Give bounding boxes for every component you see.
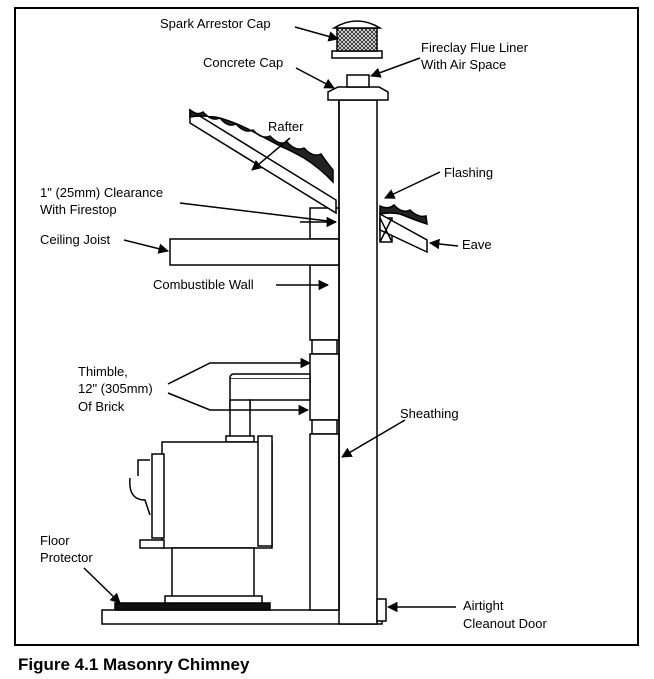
- floor-protector: [114, 602, 271, 611]
- thimble-brick: [309, 353, 340, 421]
- arrow-floor-protector: [83, 567, 121, 604]
- arrow-eave: [428, 238, 459, 250]
- spark-arrestor-base: [331, 50, 383, 59]
- arrow-ceiling-joist: [123, 239, 170, 254]
- label-concrete-cap: Concrete Cap: [203, 55, 283, 70]
- thimble-top-brick: [311, 339, 338, 355]
- stove-body: [161, 441, 273, 549]
- stove-pipe-elbow: [229, 373, 311, 379]
- concrete-cap: [327, 86, 389, 101]
- label-thimble-line3: Of Brick: [78, 399, 125, 414]
- arrow-rafter: [251, 137, 291, 171]
- figure-caption: Figure 4.1 Masonry Chimney: [18, 655, 250, 674]
- stove-collar: [225, 435, 255, 443]
- stove-pedestal-base: [164, 595, 263, 604]
- arrow-flue-liner: [370, 57, 421, 78]
- label-thimble-line1: Thimble,: [78, 364, 128, 379]
- thimble-bottom-brick: [311, 419, 338, 435]
- arrow-spark-arrestor: [294, 26, 340, 42]
- arrow-flashing: [384, 171, 441, 199]
- label-clearance-line2: With Firestop: [40, 202, 117, 217]
- arrow-clearance-a: [179, 202, 337, 223]
- label-floor-protector-line1: Floor: [40, 533, 70, 548]
- stove-door: [151, 453, 165, 539]
- arrow-concrete-cap: [295, 67, 335, 89]
- stove-ashlip: [139, 539, 165, 549]
- ceiling-joist: [169, 238, 340, 266]
- label-cleanout-line1: Airtight: [463, 598, 504, 613]
- wall-lower: [309, 433, 340, 611]
- flue-liner-top: [346, 74, 370, 88]
- stove-pipe-vertical: [229, 399, 251, 439]
- combustible-wall: [309, 264, 340, 341]
- eave-shingles: [379, 203, 428, 226]
- stove-side-panel: [257, 435, 273, 547]
- label-spark-arrestor-cap: Spark Arrestor Cap: [160, 16, 271, 31]
- eave-board: [379, 212, 428, 254]
- arrow-thimble-lower: [167, 392, 310, 416]
- stove-pedestal: [171, 547, 255, 604]
- rafter-shingles: [189, 108, 334, 184]
- stove-handle: [129, 459, 151, 516]
- spark-arrestor-mesh: [336, 27, 378, 52]
- spark-arrestor-lid: [331, 20, 383, 29]
- label-ceiling-joist: Ceiling Joist: [40, 232, 110, 247]
- label-eave: Eave: [462, 237, 492, 252]
- label-thimble-line2: 12" (305mm): [78, 381, 153, 396]
- figure-frame: [14, 7, 639, 646]
- label-flue-liner-line1: Fireclay Flue Liner: [421, 40, 529, 55]
- label-clearance-line1: 1" (25mm) Clearance: [40, 185, 163, 200]
- label-flue-liner-line2: With Air Space: [421, 57, 506, 72]
- label-rafter: Rafter: [268, 119, 304, 134]
- label-combustible-wall: Combustible Wall: [153, 277, 254, 292]
- label-floor-protector-line2: Protector: [40, 550, 93, 565]
- arrow-thimble-upper: [167, 357, 312, 385]
- label-flashing: Flashing: [444, 165, 493, 180]
- label-cleanout-line2: Cleanout Door: [463, 616, 547, 631]
- label-sheathing: Sheathing: [400, 406, 459, 421]
- cleanout-door: [376, 598, 387, 622]
- arrow-sheathing: [341, 419, 406, 458]
- chimney-column: [338, 99, 378, 625]
